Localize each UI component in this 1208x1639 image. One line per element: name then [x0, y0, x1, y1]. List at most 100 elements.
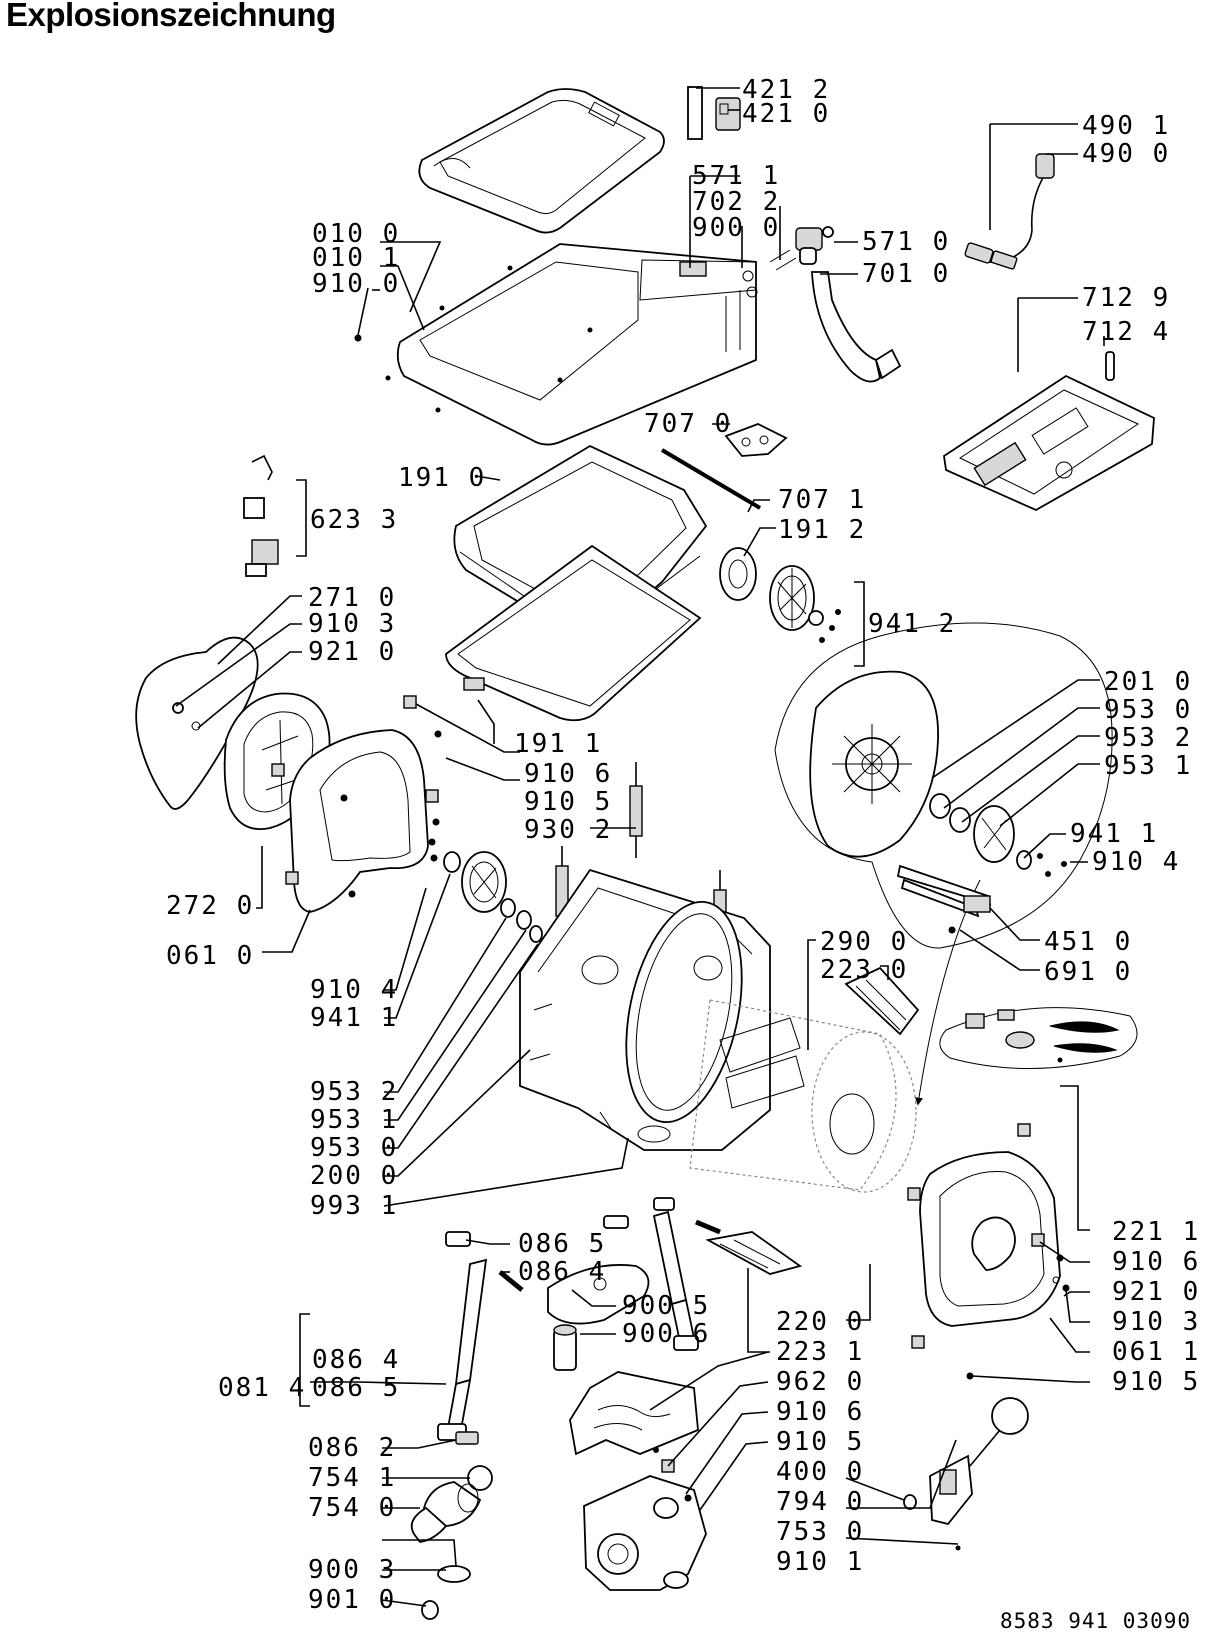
label-910-5-right: 910 5 [1112, 1367, 1200, 1397]
label-941-2: 941 2 [868, 609, 956, 639]
drain-hose-drawing [410, 1431, 493, 1620]
leader-lines [175, 87, 1105, 1607]
left-ring-drawing [135, 636, 331, 830]
label-221-1: 221 1 [1112, 1217, 1200, 1247]
label-921-0-right: 921 0 [1112, 1277, 1200, 1307]
dispenser-housing-drawing [943, 351, 1155, 512]
label-900-3: 900 3 [308, 1555, 396, 1585]
label-290-0: 290 0 [820, 927, 908, 957]
rear-tub-drawing [774, 622, 1113, 1106]
label-223-1: 223 1 [776, 1337, 864, 1367]
label-191-1: 191 1 [514, 729, 602, 759]
parts-drawings [135, 86, 1155, 1620]
label-901-0: 901 0 [308, 1585, 396, 1615]
label-910-6-right: 910 6 [1112, 1247, 1200, 1277]
label-571-1: 571 1 [692, 161, 780, 191]
label-953-1-left: 953 1 [310, 1105, 398, 1135]
label-421-0: 421 0 [742, 99, 830, 129]
label-702-2: 702 2 [692, 187, 780, 217]
drawing-number: 8583 941 03090 [1000, 1609, 1191, 1633]
label-223-0: 223 0 [820, 955, 908, 985]
label-086-4-group: 086 4 [312, 1345, 400, 1375]
left-bracket-drawing [285, 695, 442, 913]
label-707-0: 707 0 [644, 409, 732, 439]
label-953-1-right: 953 1 [1104, 751, 1192, 781]
label-086-5: 086 5 [518, 1229, 606, 1259]
label-993-1: 993 1 [310, 1191, 398, 1221]
label-272-0: 272 0 [166, 891, 254, 921]
heat-shield-drawing [569, 1371, 699, 1456]
right-bracket-drawing [907, 1123, 1070, 1380]
label-910-4-left: 910 4 [310, 975, 398, 1005]
label-900-5: 900 5 [622, 1291, 710, 1321]
label-794-0: 794 0 [776, 1487, 864, 1517]
label-220-0: 220 0 [776, 1307, 864, 1337]
label-900-6: 900 6 [622, 1319, 710, 1349]
label-953-2-right: 953 2 [1104, 723, 1192, 753]
label-910-0-top: 910 0 [312, 269, 400, 299]
label-010-0: 010 0 [312, 219, 400, 249]
lid-lock-drawing [243, 454, 279, 577]
label-421-2: 421 2 [742, 75, 830, 105]
label-910-5-left: 910 5 [524, 787, 612, 817]
label-490-1: 490 1 [1082, 111, 1170, 141]
label-910-3-left: 910 3 [308, 609, 396, 639]
label-910-6-left: 910 6 [524, 759, 612, 789]
label-010-1: 010 1 [312, 243, 400, 273]
label-691-0: 691 0 [1044, 957, 1132, 987]
label-201-0: 201 0 [1104, 667, 1192, 697]
label-910-3-right: 910 3 [1112, 1307, 1200, 1337]
label-061-1: 061 1 [1112, 1337, 1200, 1367]
inner-drum-drawing [689, 999, 917, 1193]
label-953-0-left: 953 0 [310, 1133, 398, 1163]
paddle-drawing [844, 966, 920, 1036]
label-081-4: 081 4 [218, 1373, 306, 1403]
part-labels: 421 2 421 0 571 1 702 2 900 0 571 0 701 … [166, 75, 1200, 1633]
label-930-2: 930 2 [524, 815, 612, 845]
page-title: Explosionszeichnung [6, 0, 336, 33]
outer-tub-drawing [519, 868, 771, 1151]
label-623-3: 623 3 [310, 505, 398, 535]
label-191-0: 191 0 [398, 463, 486, 493]
label-451-0: 451 0 [1044, 927, 1132, 957]
label-571-0: 571 0 [862, 227, 950, 257]
label-712-9: 712 9 [1082, 283, 1170, 313]
rod-drawing [660, 423, 788, 510]
label-200-0: 200 0 [310, 1161, 398, 1191]
label-086-5-group: 086 5 [312, 1373, 400, 1403]
label-941-1-left: 941 1 [310, 1003, 398, 1033]
label-953-0-right: 953 0 [1104, 695, 1192, 725]
tub-top-drawing [445, 444, 708, 722]
drum-spares-drawing [939, 1007, 1138, 1069]
label-941-1-right: 941 1 [1070, 819, 1158, 849]
label-701-0: 701 0 [862, 259, 950, 289]
label-271-0: 271 0 [308, 583, 396, 613]
label-900-0: 900 0 [692, 213, 780, 243]
level-sensor-drawing [903, 1397, 1029, 1551]
label-921-0-left: 921 0 [308, 637, 396, 667]
switch-part-drawing [687, 86, 741, 140]
label-910-1: 910 1 [776, 1547, 864, 1577]
label-962-0: 962 0 [776, 1367, 864, 1397]
tub-bottom-drawing [705, 1231, 803, 1275]
inlet-valve-drawing [742, 226, 902, 383]
label-910-6-bottom: 910 6 [776, 1397, 864, 1427]
label-754-0: 754 0 [308, 1493, 396, 1523]
label-400-0: 400 0 [776, 1457, 864, 1487]
label-953-2-left: 953 2 [310, 1077, 398, 1107]
label-910-5-bottom: 910 5 [776, 1427, 864, 1457]
top-cover-drawing [418, 88, 665, 234]
shock-absorber-drawing [437, 1197, 721, 1441]
label-753-0: 753 0 [776, 1517, 864, 1547]
power-cord-drawing [964, 153, 1055, 270]
label-191-2: 191 2 [778, 515, 866, 545]
pulley-top-drawing [719, 547, 841, 643]
label-712-4: 712 4 [1082, 317, 1170, 347]
filter-drawing [547, 1264, 650, 1371]
rear-pulley-drawing [430, 851, 543, 943]
label-086-4: 086 4 [518, 1257, 606, 1287]
pump-drawing [583, 1459, 707, 1591]
label-086-2: 086 2 [308, 1433, 396, 1463]
label-910-4-right: 910 4 [1092, 847, 1180, 877]
